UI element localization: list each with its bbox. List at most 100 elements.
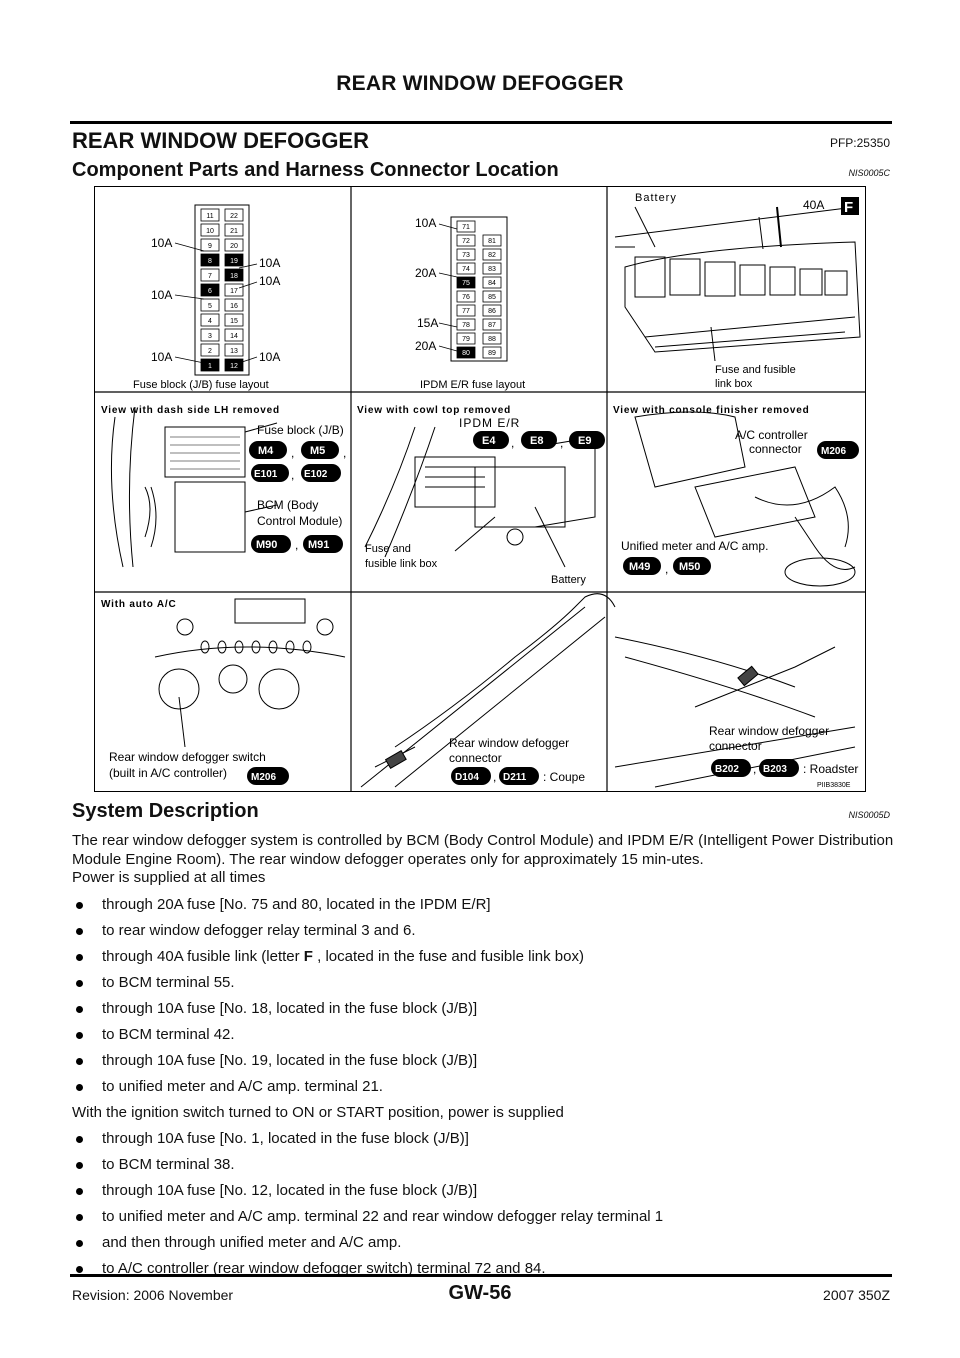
auto-ac-switch-2: (built in A/C controller) <box>109 766 227 780</box>
dash-fuse-block: Fuse block (J/B) <box>257 423 344 437</box>
fuse-slot <box>456 332 476 345</box>
panel-fusible-link-box <box>614 206 861 353</box>
letter-f-badge: F <box>844 199 853 216</box>
fuse-number: 22 <box>230 213 238 220</box>
fuse-slot <box>200 358 220 372</box>
fuse-number: 1 <box>208 363 212 370</box>
svg-text:,: , <box>560 436 563 450</box>
bullet-item: to A/C controller (rear window defogger … <box>72 1260 894 1278</box>
bullet-item: to unified meter and A/C amp. terminal 2… <box>72 1078 894 1096</box>
fuse-slot <box>200 283 220 297</box>
ac-button <box>285 640 295 654</box>
fuse-slot <box>456 318 476 331</box>
fuse-number: 74 <box>462 266 470 273</box>
fuse-number: 5 <box>208 303 212 310</box>
ipdm-label-3: 15A <box>417 316 438 330</box>
connector-e8: E8 <box>530 435 543 447</box>
dash-bcm-2: Control Module) <box>257 514 342 528</box>
jb-left-label-2: 10A <box>151 288 172 302</box>
roadster-label-2: connector <box>709 739 762 753</box>
fuse-slot <box>224 268 244 282</box>
connector-e9: E9 <box>578 435 591 447</box>
cowl-top-title: View with cowl top removed <box>357 405 511 416</box>
fuse-slot <box>456 262 476 275</box>
fuse-slot <box>224 343 244 357</box>
connector-m90: M90 <box>256 539 277 551</box>
svg-text:,: , <box>665 562 668 576</box>
ipdm-caption: IPDM E/R fuse layout <box>420 379 525 391</box>
fuse-number: 86 <box>488 308 496 315</box>
fuse-slot <box>456 346 476 359</box>
fuse-slot <box>200 343 220 357</box>
fuse-number: 10 <box>206 228 214 235</box>
fuse-slot <box>456 248 476 261</box>
console-title: View with console finisher removed <box>613 405 810 416</box>
connector-m5: M5 <box>310 445 325 457</box>
console-connectors: M206 M49 M50 <box>623 441 859 575</box>
fuse-number: 2 <box>208 348 212 355</box>
connector-m49: M49 <box>629 561 650 573</box>
fuse-number: 84 <box>488 280 496 287</box>
fuse-number: 19 <box>230 258 238 265</box>
fuse-number: 77 <box>462 308 470 315</box>
connector-b203: B203 <box>763 764 787 775</box>
fuse-slot <box>224 283 244 297</box>
ipdm-label-2: 20A <box>415 266 436 280</box>
bullet-item: to BCM terminal 42. <box>72 1026 894 1044</box>
fuse-slot <box>200 268 220 282</box>
fuse-slot <box>482 262 502 275</box>
console-meter: Unified meter and A/C amp. <box>621 539 768 553</box>
fuse-slot <box>456 304 476 317</box>
auto-ac-switch-1: Rear window defogger switch <box>109 750 266 764</box>
svg-text:,: , <box>493 770 496 784</box>
fuse-number: 8 <box>208 258 212 265</box>
coupe-label-2: connector <box>449 751 502 765</box>
fuse-slot <box>482 276 502 289</box>
fuse-slot <box>482 318 502 331</box>
fuse-number: 89 <box>488 350 496 357</box>
fuse-slot <box>224 313 244 327</box>
roadster-label-1: Rear window defogger <box>709 724 829 738</box>
system-description-body: The rear window defogger system is contr… <box>72 832 894 1278</box>
fuse-slot <box>200 253 220 267</box>
bullet-item: and then through unified meter and A/C a… <box>72 1234 894 1252</box>
fuse-number: 85 <box>488 294 496 301</box>
fuse-number: 7 <box>208 273 212 280</box>
ac-button <box>217 640 227 654</box>
fuse-slot <box>456 276 476 289</box>
panel-coupe <box>360 593 616 788</box>
fuse-slot <box>224 298 244 312</box>
bullet-item: through 10A fuse [No. 12, located in the… <box>72 1182 894 1200</box>
fuse-number: 13 <box>230 348 238 355</box>
fuse-number: 73 <box>462 252 470 259</box>
fuse-slot <box>224 223 244 237</box>
fuse-number: 18 <box>230 273 238 280</box>
footer-revision: Revision: 2006 November <box>72 1287 234 1303</box>
console-ac-2: connector <box>749 442 802 456</box>
panel-auto-ac <box>154 598 346 710</box>
cowl-fuse-box-1: Fuse and <box>365 543 411 555</box>
jb-right-label-2: 10A <box>259 274 280 288</box>
fuse-number: 16 <box>230 303 238 310</box>
fuse-box-label-2: link box <box>715 378 753 390</box>
fuse-slot <box>482 332 502 345</box>
fuse-number: 14 <box>230 333 238 340</box>
connector-b202: B202 <box>715 764 739 775</box>
bullet-item: through 10A fuse [No. 1, located in the … <box>72 1130 894 1148</box>
fuse-slot <box>456 290 476 303</box>
footer-rule <box>70 1274 892 1277</box>
svg-text:,: , <box>511 436 514 450</box>
connector-e102: E102 <box>304 469 328 480</box>
fuse-slot <box>224 238 244 252</box>
fuse-number: 15 <box>230 318 238 325</box>
fuse-slot <box>456 234 476 247</box>
fuse-slot <box>482 346 502 359</box>
jb-left-label-3: 10A <box>151 350 172 364</box>
subsection-code-component: NIS0005C <box>848 168 890 178</box>
fuse-number: 76 <box>462 294 470 301</box>
footer-model: 2007 350Z <box>823 1287 890 1303</box>
fuse-slot <box>224 253 244 267</box>
fuse-number: 12 <box>230 363 238 370</box>
